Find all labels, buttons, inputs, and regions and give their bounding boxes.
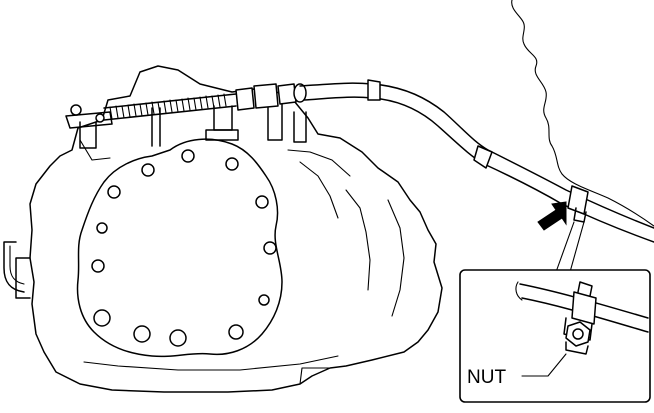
cable-adjuster	[235, 83, 307, 111]
bracket-plate	[205, 129, 239, 141]
pointer-arrow-icon	[537, 201, 567, 231]
cable-sheath-bottom	[303, 96, 654, 243]
bolt-bosses	[91, 149, 277, 347]
bell-housing-flange	[76, 138, 283, 358]
nut-label: NUT	[467, 367, 506, 388]
bracket-post-4	[293, 111, 307, 143]
housing-rib-2	[287, 149, 351, 177]
oil-pan-line	[83, 355, 339, 371]
left-fitting	[15, 257, 31, 299]
cable-collar-1	[367, 79, 381, 101]
housing-rib-1	[79, 139, 111, 161]
transaxle-housing	[29, 65, 443, 393]
detail-leader-right	[569, 221, 585, 273]
bracket-post-3	[267, 101, 283, 141]
lower-flange-line	[299, 367, 331, 385]
cable-bracket-nut	[567, 185, 589, 223]
nut-leader-line	[521, 353, 567, 377]
bracket-post-2	[213, 105, 233, 131]
housing-rib-5	[387, 199, 405, 317]
detail-inset-drawing	[515, 281, 649, 355]
cable-collar-2	[473, 145, 493, 169]
detail-inset-box	[459, 269, 651, 403]
housing-rib-4	[345, 189, 371, 291]
left-fitting-pipe	[3, 241, 25, 293]
selector-lever	[65, 104, 113, 149]
detail-leader-left	[555, 221, 575, 273]
left-fitting-pipe-inner	[9, 245, 25, 285]
housing-rib-3	[299, 161, 339, 219]
vehicle-body-outline	[511, 0, 654, 227]
cable-spring-section	[103, 93, 237, 121]
